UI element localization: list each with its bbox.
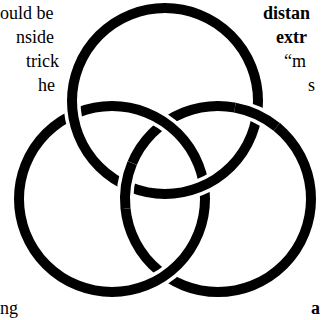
ring-gap [72,8,258,194]
text-fragment: ng [0,298,18,318]
text-fragment: nside [16,27,54,47]
text-fragment: he [38,75,55,95]
ring-crossing [235,108,277,127]
text-fragment: trick [26,51,59,71]
ring-crossing-gap [125,163,132,209]
ring-crossing [125,163,132,209]
text-fragment: a [311,298,320,318]
text-fragment: s [308,75,315,95]
text-fragment: extr [276,27,307,47]
text-fragment: “m [284,51,306,71]
text-fragment: distan [263,3,310,23]
ring [72,8,258,194]
ring-crossing-gap [235,108,277,127]
text-fragment: ould be [0,3,54,23]
